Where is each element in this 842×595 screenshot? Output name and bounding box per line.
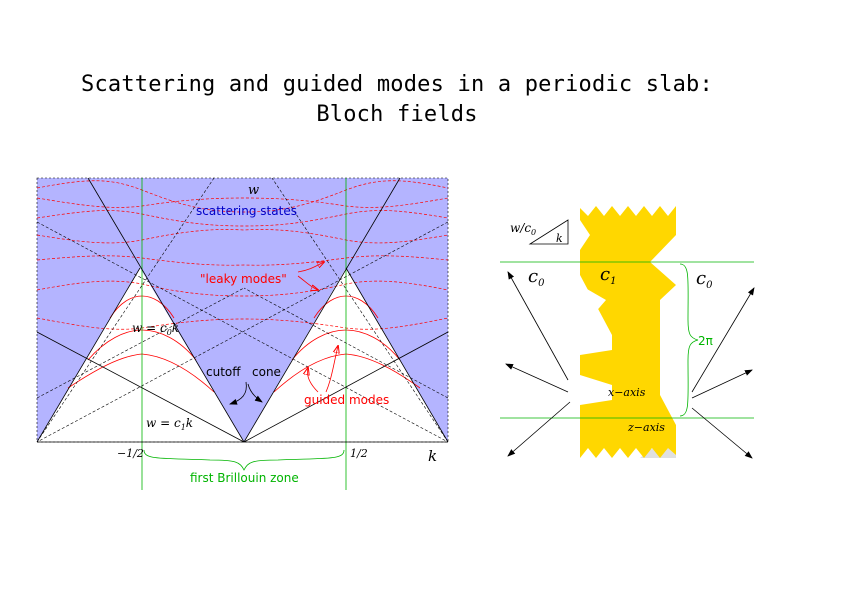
- w-c1k-label: w = c1k: [146, 416, 193, 432]
- tick-plus-half: 1/2: [350, 447, 368, 460]
- slab-diagram: w/c0 k c0 c1 c0 2π x−axis z−axis: [500, 206, 755, 459]
- z-axis-label: z−axis: [627, 421, 665, 434]
- w-over-c0-label: w/c0: [510, 221, 536, 237]
- w-axis-label: w: [248, 183, 259, 198]
- guided-arrow-1: [307, 368, 319, 393]
- k-axis-label: k: [428, 447, 437, 465]
- guided-modes-label: guided modes: [304, 393, 389, 407]
- cutoff-arrow-1: [229, 381, 247, 405]
- title-line-2: Bloch fields: [316, 102, 478, 127]
- wave-arrows: [505, 271, 755, 459]
- cone-label: cone: [252, 365, 281, 379]
- wave-triangle: [528, 219, 569, 245]
- slab-notch: [580, 285, 606, 330]
- cutoff-label: cutoff: [206, 365, 241, 379]
- c0-left-label: c0: [528, 266, 545, 289]
- scattering-region: [37, 178, 448, 442]
- x-axis-label: x−axis: [608, 386, 646, 399]
- leaky-arrow-2: [297, 275, 318, 290]
- tick-minus-half: −1/2: [117, 447, 144, 460]
- leaky-modes-label: "leaky modes": [200, 272, 287, 286]
- period-label: 2π: [698, 334, 713, 348]
- leaky-arrow-1: [297, 262, 324, 273]
- c0-right-label: c0: [696, 268, 713, 291]
- k-small-label: k: [556, 232, 563, 245]
- period-brace: [679, 263, 699, 417]
- brillouin-brace: [143, 449, 345, 471]
- guided-arrow-2: [325, 346, 338, 393]
- slab-shape: [580, 206, 676, 458]
- w-c0k-label: w = c0k: [132, 321, 179, 337]
- cutoff-arrow-2: [247, 383, 263, 403]
- c1-label: c1: [600, 264, 616, 287]
- band-diagram: w scattering states "leaky modes" w = c0…: [36, 177, 449, 490]
- brillouin-zone-label: first Brillouin zone: [190, 471, 299, 485]
- title-line-1: Scattering and guided modes in a periodi…: [81, 72, 713, 97]
- scattering-states-label: scattering states: [196, 204, 297, 218]
- light-cone-lines: [36, 177, 449, 443]
- dashed-cone-lines: [36, 177, 449, 443]
